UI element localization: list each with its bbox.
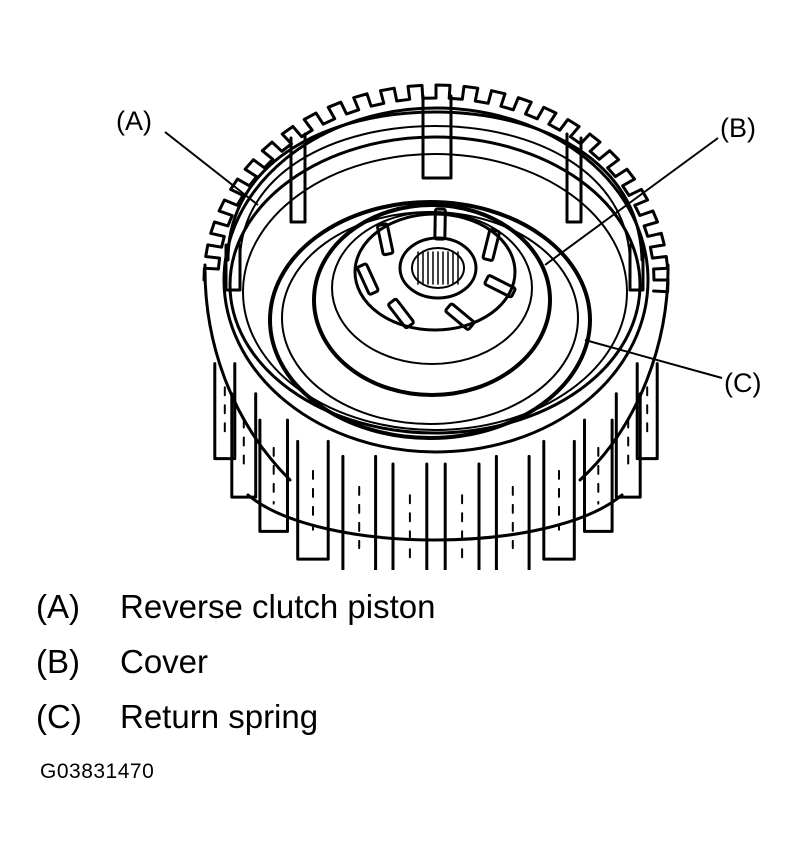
drum-spline bbox=[614, 392, 642, 499]
legend-item: (B) Cover bbox=[36, 641, 435, 696]
drum-outer-wall-right bbox=[578, 263, 670, 482]
hub-slot bbox=[356, 262, 380, 296]
drum-spline bbox=[391, 462, 429, 570]
return-spring bbox=[268, 200, 592, 440]
hub-slot bbox=[387, 297, 415, 330]
legend-item: (A) Reverse clutch piston bbox=[36, 586, 435, 641]
leader-b bbox=[544, 137, 719, 266]
reverse-clutch-piston bbox=[224, 94, 645, 292]
legend-label: Reverse clutch piston bbox=[120, 588, 436, 625]
hub-slot bbox=[376, 222, 395, 257]
drum-spline bbox=[258, 418, 289, 533]
drum-spline bbox=[230, 392, 258, 499]
drum-spline bbox=[443, 462, 481, 570]
drum-spline bbox=[213, 362, 237, 461]
legend-item: (C) Return spring bbox=[36, 696, 435, 751]
drum-rim-teeth bbox=[202, 83, 670, 454]
hub-slot bbox=[444, 302, 476, 331]
legend-key: (B) bbox=[36, 643, 80, 680]
hub-slot bbox=[481, 228, 501, 262]
drum-spline bbox=[635, 362, 659, 461]
return-spring-inner bbox=[281, 211, 579, 425]
legend-label: Cover bbox=[120, 643, 209, 680]
hub-bore-inner bbox=[411, 247, 465, 289]
drum-spline bbox=[583, 418, 614, 533]
leader-c bbox=[584, 339, 723, 379]
drum-bottom-edge bbox=[246, 493, 624, 542]
hub-bore bbox=[398, 236, 478, 300]
cover bbox=[312, 203, 552, 397]
legend-key: (C) bbox=[36, 698, 82, 735]
drum-outer-splines bbox=[213, 362, 659, 570]
figure-code: G03831470 bbox=[40, 760, 155, 783]
hub-slot bbox=[483, 274, 517, 299]
cover-inner bbox=[331, 211, 533, 365]
callout-label-b: (B) bbox=[720, 113, 756, 143]
drum-outer-wall-left bbox=[203, 263, 292, 482]
rim-tooth-profile bbox=[202, 83, 670, 294]
parts-legend: (A) Reverse clutch piston (B) Cover (C) Ret… bbox=[36, 586, 435, 751]
drum-inner-rim-2 bbox=[242, 153, 628, 431]
needle-bearing bbox=[417, 251, 459, 285]
clutch-drum-illustration bbox=[164, 83, 723, 570]
leader-a bbox=[164, 131, 259, 206]
callout-label-a: (A) bbox=[116, 106, 152, 136]
drum-spline bbox=[296, 439, 330, 561]
legend-label: Return spring bbox=[120, 698, 319, 735]
legend-key: (A) bbox=[36, 588, 80, 625]
drum-inner-rim bbox=[228, 135, 642, 435]
drum-spline bbox=[542, 439, 576, 561]
drum-spline bbox=[341, 454, 378, 570]
rim-inner-edge bbox=[222, 106, 650, 454]
drum-spline bbox=[494, 454, 531, 570]
callout-label-c: (C) bbox=[724, 368, 762, 398]
